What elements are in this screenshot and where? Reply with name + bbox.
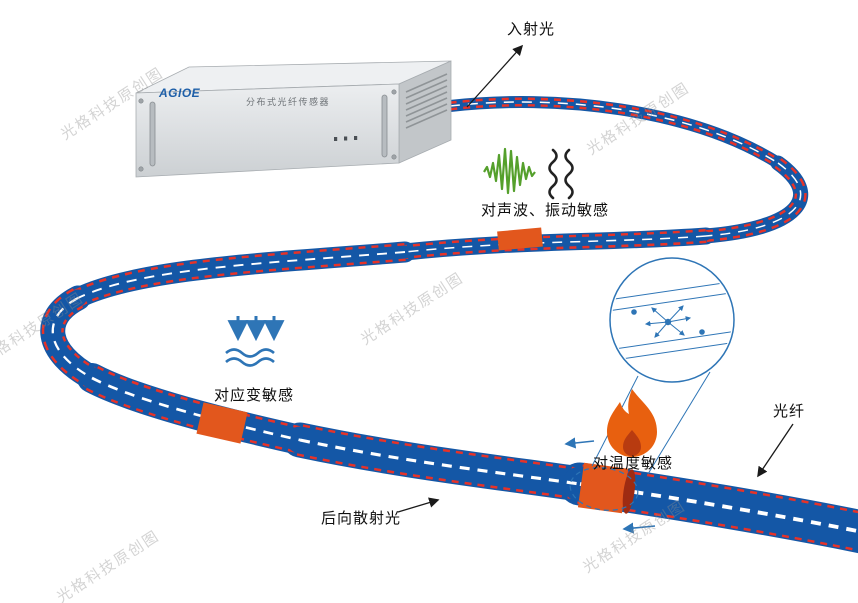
fiber-label: 光纤 [772,403,806,420]
status-indicators [334,136,358,141]
device-panel-label: 分布式光纤传感器 [245,97,331,107]
temp-sense-label: 对温度敏感 [592,455,674,472]
fiber-cable-segment [91,376,301,442]
backscatter-direction-arrow-upper [564,437,595,449]
fiber-core-lines [612,280,732,362]
rack-handle-left [149,101,156,167]
sensing-band-acoustic [497,227,543,251]
fiber-cable [40,96,858,554]
incident-light-label: 入射光 [506,21,556,38]
vent-grille-icon [405,73,448,129]
backscatter-pointer-arrow [397,497,440,513]
strain-sense-label: 对应变敏感 [213,387,295,404]
flame-icon [607,389,657,457]
scatter-arrows-icon [644,305,692,338]
backscatter-label: 后向散射光 [320,510,402,527]
sensing-band-temperature [577,462,636,514]
incident-light-arrow [466,44,524,108]
fiber-cable-segment [71,245,412,305]
hotspot-dashed-ellipse [569,467,639,511]
fiber-cable-segment [705,162,802,237]
fiber-cable-segment [444,96,784,169]
strain-icon [225,316,285,367]
vibration-icon [548,148,574,200]
fiber-cable-segment [51,297,93,379]
interrogator-device [135,60,452,178]
sensing-band-strain [196,402,248,444]
scattering-detail-magnifier [609,257,735,383]
screw-holes [138,89,397,172]
fiber-pointer-arrow [757,423,794,478]
fiber-cable-segment [299,438,581,486]
acoustic-waveform-icon [483,147,536,195]
fiber-cable-segment [404,235,707,253]
device-brand-logo: AGIOE [159,86,201,100]
fiber-cable-segment [579,482,858,534]
rack-handle-right [381,94,388,158]
backscatter-direction-arrow-lower [622,522,656,534]
fiber-cable-segment [449,101,779,164]
annotation-arrows [397,44,794,534]
acoustic-sense-label: 对声波、振动敏感 [480,202,610,219]
